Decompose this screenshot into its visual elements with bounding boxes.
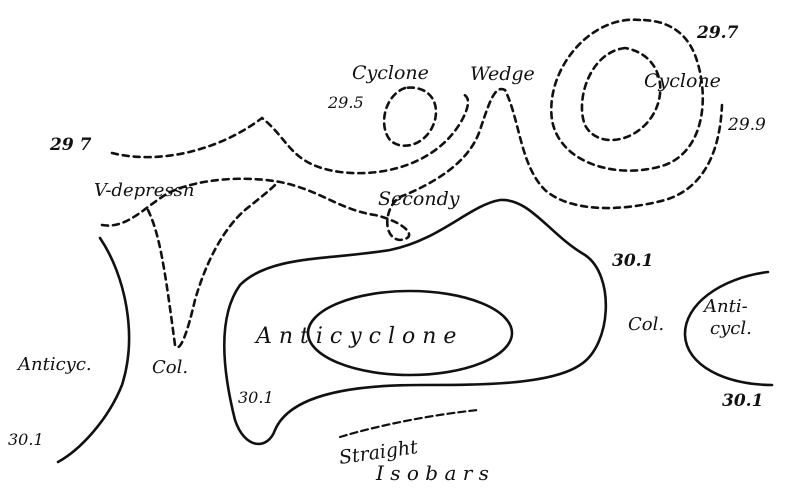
straight-isobars-label-2: I s o b a r s <box>375 461 489 485</box>
anticyclone-left-isobar <box>56 236 131 464</box>
anticyc-left-label: Anticyc. <box>16 354 92 375</box>
iso-29-9-label: 29.9 <box>727 115 766 135</box>
v-depression-isobar <box>146 183 277 349</box>
isobar-29-9 <box>100 87 724 242</box>
iso-30-1-bottom-label: 30.1 <box>238 388 274 407</box>
col-left-label: Col. <box>152 357 188 378</box>
iso-30-1-far-left-label: 30.1 <box>8 430 44 449</box>
straight-isobar-line <box>338 408 480 439</box>
iso-30-1-far-right-label: 30.1 <box>722 391 763 411</box>
col-mid-label: Col. <box>628 314 664 335</box>
isobar-29-7 <box>110 92 470 175</box>
anticyclone-outer-isobar <box>223 198 608 446</box>
cyclone-left-isobar <box>382 86 438 147</box>
cyclone-right-outer-isobar <box>549 18 705 172</box>
anticycl-right-label-1: Anti- <box>702 296 748 317</box>
cyclone-right-label: Cyclone <box>644 70 721 92</box>
wedge-label: Wedge <box>470 63 535 85</box>
iso-29-7-top-label: 29.7 <box>696 23 739 43</box>
iso-30-1-right-label: 30.1 <box>612 251 653 271</box>
cyclone-left-label: Cyclone <box>352 62 429 84</box>
anticyclone-label: A n t i c y c l o n e <box>254 324 456 349</box>
iso-29-7-left-label: 29 7 <box>49 135 92 155</box>
anticyclone-inner-isobar <box>306 289 514 377</box>
iso-29-5-label: 29.5 <box>327 93 364 112</box>
secondary-label: Secondy <box>378 188 460 210</box>
v-depression-label: V-depressn <box>94 180 194 201</box>
anticyclone-right-isobar <box>683 270 774 387</box>
cyclone-right-inner-isobar <box>580 46 662 142</box>
anticycl-right-label-2: cycl. <box>710 318 752 339</box>
